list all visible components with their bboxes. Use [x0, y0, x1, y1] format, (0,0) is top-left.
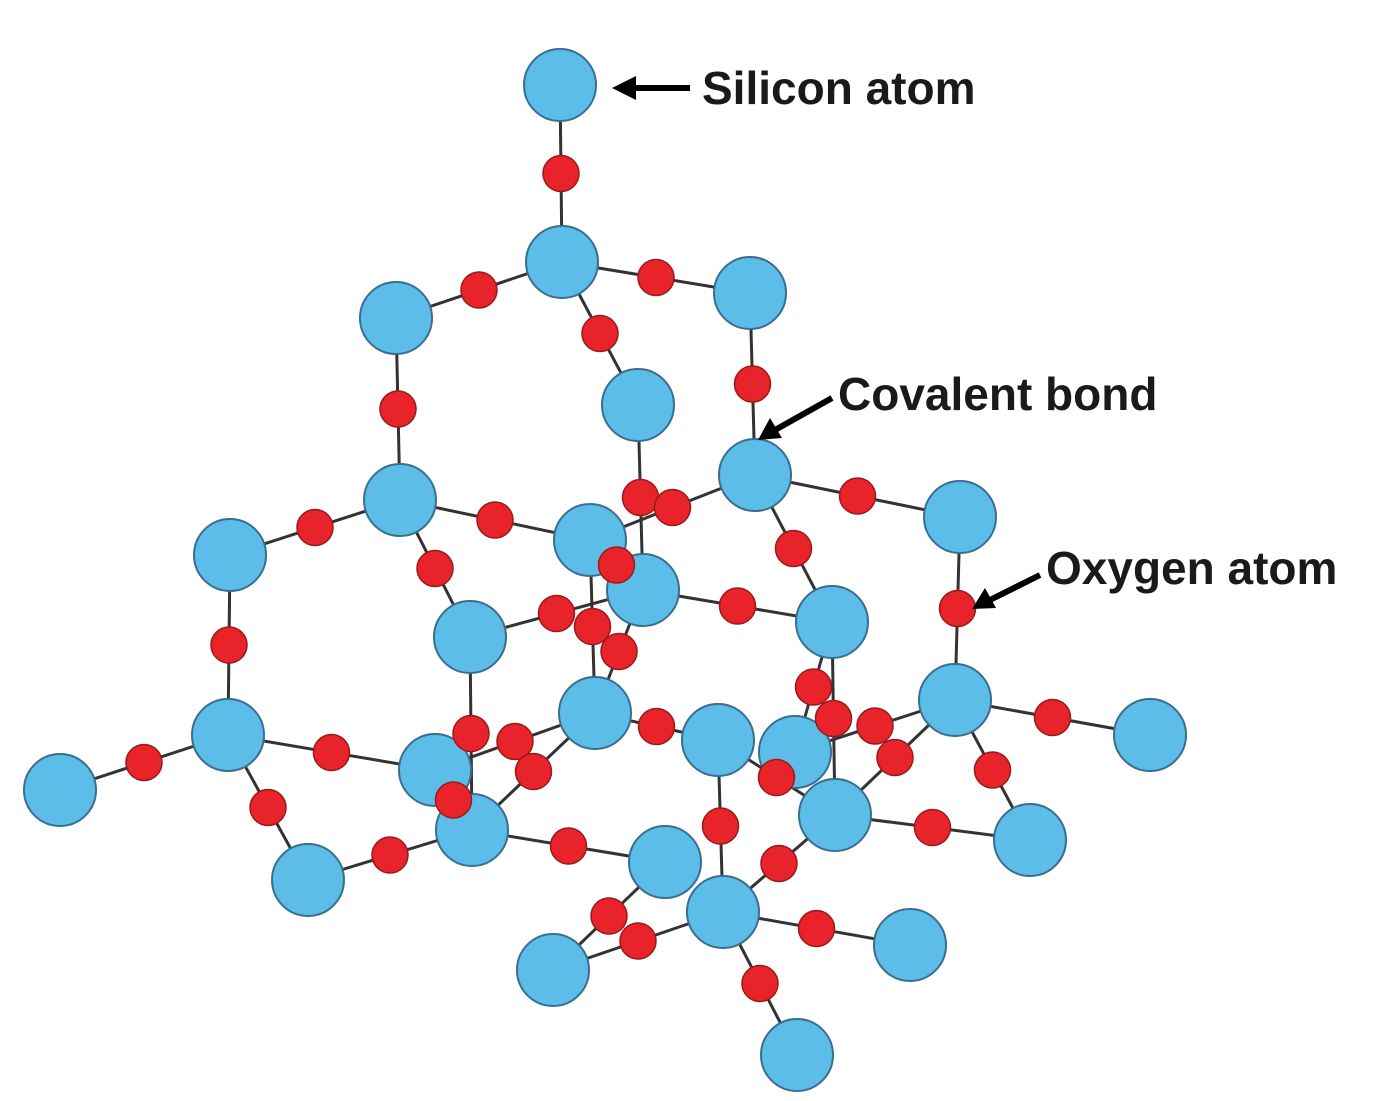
oxygen-atom — [460, 271, 498, 309]
oxygen-atom — [514, 752, 553, 791]
oxygen-atom — [701, 807, 740, 845]
silicon-atom — [918, 663, 992, 737]
oxygen-atom — [537, 594, 576, 633]
oxygen-atom-callout: Oxygen atom — [972, 542, 1337, 609]
oxygen-atom — [312, 733, 351, 772]
oxygen-atom — [757, 758, 796, 797]
oxygen-atom — [814, 699, 853, 738]
silicon-atom — [363, 463, 437, 537]
silicon-atom — [873, 908, 947, 982]
silicon-atom — [193, 518, 267, 592]
oxygen-atom — [125, 743, 163, 782]
oxygen-atom — [938, 589, 977, 628]
silicon-atom — [359, 281, 433, 355]
silicon-atom — [271, 843, 345, 917]
oxygen-arrow — [988, 572, 1042, 603]
oxygen-atom — [760, 844, 798, 883]
silicon-arrowhead — [612, 76, 636, 100]
silicon-atom — [628, 825, 702, 899]
silicon-atom-callout: Silicon atom — [612, 62, 975, 114]
oxygen-atom — [210, 626, 248, 664]
silicon-atom — [516, 933, 590, 1007]
silicon-atom — [191, 698, 265, 772]
oxygen-atom — [973, 751, 1012, 789]
silicon-atom — [23, 753, 97, 827]
silicon-atom — [760, 1018, 834, 1092]
oxygen-atom — [590, 897, 628, 935]
oxygen-atom — [621, 478, 660, 517]
oxygen-atom — [1033, 698, 1072, 737]
oxygen-atom — [371, 836, 409, 874]
silicon-atom — [686, 875, 760, 949]
silicon-atom — [798, 778, 872, 852]
silicon-atom — [525, 225, 599, 299]
oxygen-atom — [296, 508, 334, 547]
oxygen-atom — [913, 808, 952, 847]
oxygen-atom — [718, 587, 757, 625]
atoms — [23, 48, 1187, 1092]
oxygen-atom — [797, 909, 836, 948]
silicon-atom — [923, 480, 997, 554]
silicon-atom — [713, 256, 787, 330]
oxygen-atom — [434, 781, 473, 819]
oxygen-atom — [496, 722, 534, 761]
oxygen-atom — [597, 546, 636, 584]
oxygen-atom — [733, 365, 772, 403]
silicon-atom — [795, 585, 869, 659]
oxygen-atom — [416, 549, 454, 588]
silicon-atom — [433, 600, 507, 674]
oxygen-atom — [619, 922, 657, 960]
oxygen-atom — [637, 258, 675, 297]
oxygen-atom — [542, 154, 580, 193]
silicon-atom — [1113, 698, 1187, 772]
silicon-atom — [558, 676, 632, 750]
oxygen-atom — [838, 477, 877, 515]
covalent-arrowhead — [758, 418, 782, 440]
silicon-atom — [523, 48, 597, 122]
oxygen-atom — [581, 314, 619, 353]
covalent-bond-label: Covalent bond — [838, 368, 1157, 420]
silicon-atom — [601, 368, 675, 442]
oxygen-arrowhead — [972, 588, 996, 609]
oxygen-atom — [600, 632, 638, 671]
oxygen-atom — [379, 390, 417, 428]
oxygen-atom — [876, 738, 914, 777]
oxygen-atom-label: Oxygen atom — [1046, 542, 1337, 594]
oxygen-atom — [653, 488, 692, 527]
oxygen-atom — [549, 827, 588, 865]
silicon-atom — [681, 703, 755, 777]
oxygen-atom — [452, 714, 490, 753]
silicon-atom — [718, 438, 792, 512]
silicon-atom — [993, 803, 1067, 877]
oxygen-atom — [637, 707, 676, 746]
silicon-atom-label: Silicon atom — [702, 62, 975, 114]
oxygen-atom — [249, 788, 287, 827]
covalent-arrow — [773, 395, 834, 433]
oxygen-atom — [573, 607, 612, 646]
oxygen-atom — [794, 668, 833, 706]
oxygen-atom — [774, 529, 813, 568]
covalent-bond-callout: Covalent bond — [758, 368, 1157, 440]
oxygen-atom — [741, 964, 779, 1003]
oxygen-atom — [856, 707, 894, 745]
oxygen-atom — [476, 501, 514, 539]
